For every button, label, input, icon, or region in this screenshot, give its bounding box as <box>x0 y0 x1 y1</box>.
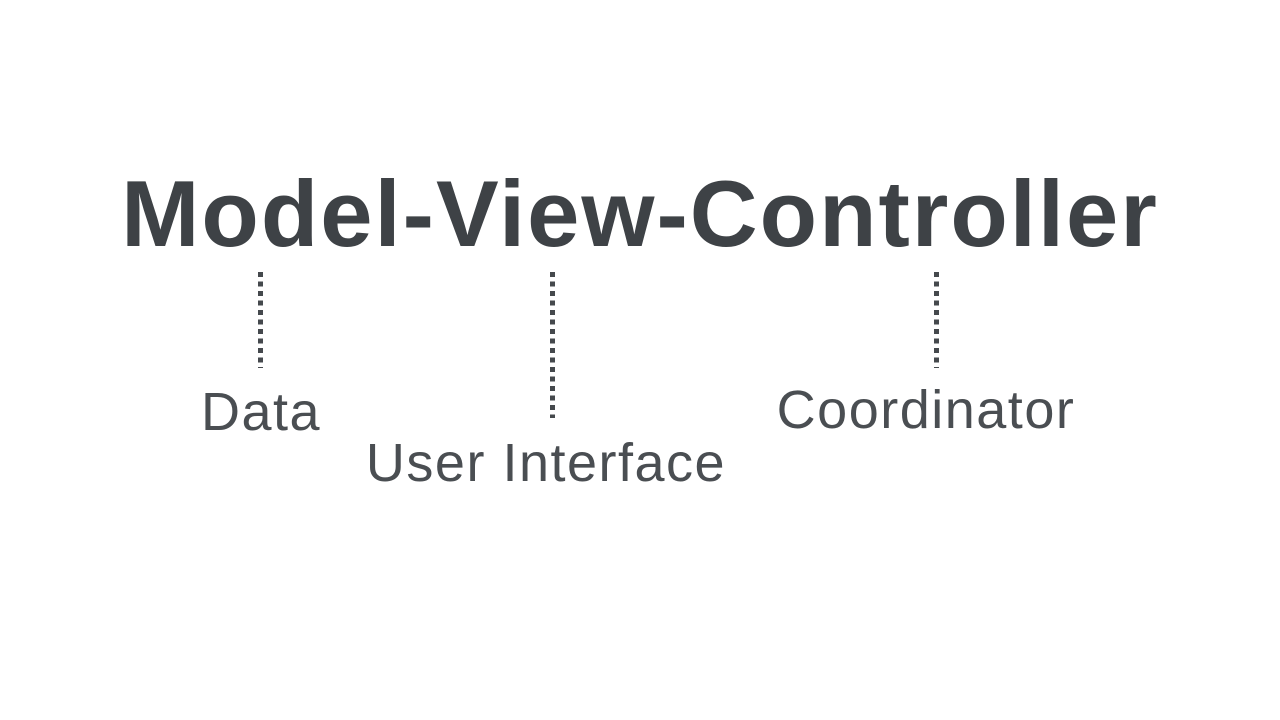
dotted-connector-model <box>258 272 263 368</box>
label-controller-coordinator: Coordinator <box>776 380 1076 440</box>
dotted-connector-view <box>550 272 555 418</box>
dotted-connector-controller <box>934 272 939 368</box>
label-view-user-interface: User Interface <box>365 433 727 493</box>
diagram-title: Model-View-Controller <box>121 161 1159 266</box>
label-model-data: Data <box>200 382 322 442</box>
